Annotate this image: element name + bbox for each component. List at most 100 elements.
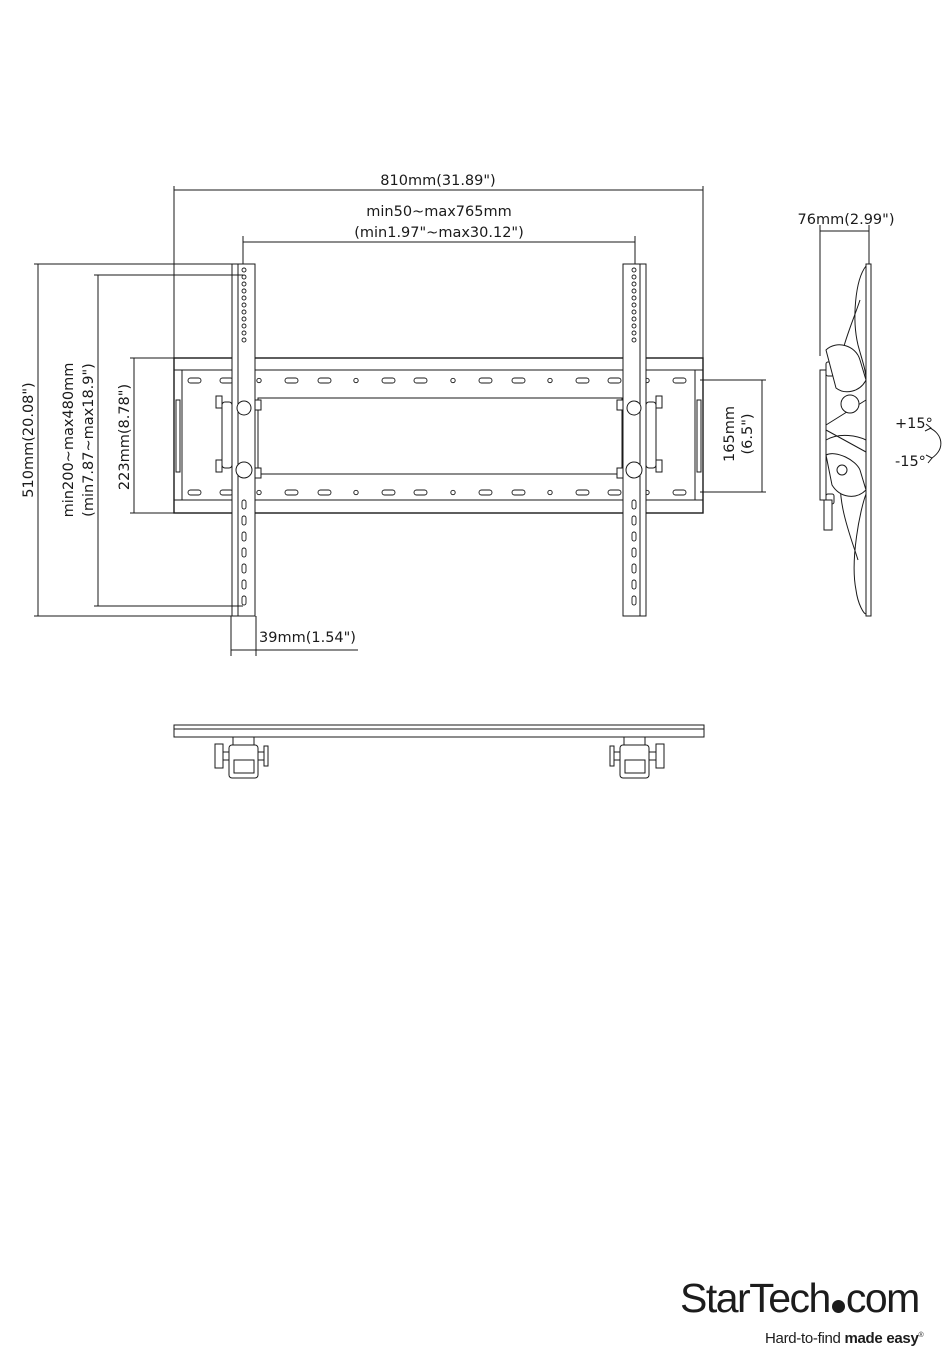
arm-hole <box>242 282 246 286</box>
arm-hole <box>632 296 636 300</box>
arm-hole <box>632 268 636 272</box>
mounting-slot <box>220 378 233 383</box>
arm-width-label: 39mm(1.54") <box>259 630 356 646</box>
mounting-hole <box>354 378 358 382</box>
arm-hole <box>632 303 636 307</box>
arm-hole <box>242 331 246 335</box>
dim-vesa-width: min50~max765mm (min1.97"~max30.12") <box>243 204 635 264</box>
mounting-slot <box>318 378 331 383</box>
arm-slot <box>242 548 246 557</box>
mounting-slot <box>608 490 621 495</box>
vesa-height-mm-label: min200~max480mm <box>61 363 77 518</box>
arm-hole <box>242 317 246 321</box>
mounting-hole <box>548 490 552 494</box>
tilt-down-label: -15° <box>895 454 926 470</box>
logo-wordmark: StarTech com <box>680 1278 930 1319</box>
arm-slot <box>632 516 636 525</box>
vesa-height-in-label: (min7.87~max18.9") <box>81 363 97 517</box>
arm-hole <box>242 310 246 314</box>
mounting-slot <box>608 378 621 383</box>
arm-hole <box>632 310 636 314</box>
arm-hole <box>242 338 246 342</box>
mounting-slot <box>382 378 395 383</box>
arm-slot <box>632 500 636 509</box>
arm-slot <box>242 532 246 541</box>
arm-slot <box>632 580 636 589</box>
right-arm <box>617 264 662 616</box>
mounting-slot <box>188 490 201 495</box>
arm-slot <box>632 564 636 573</box>
arm-hole <box>242 303 246 307</box>
hole-spacing-in-label: (6.5") <box>740 413 756 454</box>
mounting-slot <box>479 378 492 383</box>
vesa-width-in-label: (min1.97"~max30.12") <box>354 225 524 241</box>
arm-slot <box>632 548 636 557</box>
arm-hole <box>242 275 246 279</box>
arm-hole <box>242 296 246 300</box>
arm-hole <box>242 324 246 328</box>
arm-hole <box>632 275 636 279</box>
arm-hole <box>242 289 246 293</box>
slot-row-top <box>188 378 686 383</box>
tilt-arrow <box>930 428 941 458</box>
dim-hole-spacing: 165mm (6.5") <box>700 380 766 492</box>
logo-tagline-bold: made easy <box>844 1330 918 1347</box>
arm-slot <box>242 564 246 573</box>
mounting-slot <box>512 490 525 495</box>
arm-hole <box>632 324 636 328</box>
tilt-knob <box>841 395 859 413</box>
arm-slot <box>242 516 246 525</box>
slot-row-bottom <box>188 490 686 495</box>
mounting-slot <box>285 490 298 495</box>
logo-trademark: ® <box>919 1332 924 1339</box>
overall-height-label: 510mm(20.08") <box>21 382 37 497</box>
mounting-hole <box>354 490 358 494</box>
mounting-slot <box>576 490 589 495</box>
front-view <box>174 264 703 616</box>
arm-hole <box>632 317 636 321</box>
mounting-slot <box>285 378 298 383</box>
mounting-slot <box>512 378 525 383</box>
arm-slot <box>242 596 246 605</box>
vesa-width-mm-label: min50~max765mm <box>366 204 511 220</box>
logo-dot <box>832 1300 845 1313</box>
mounting-slot <box>382 490 395 495</box>
hole-spacing-mm-label: 165mm <box>722 406 738 462</box>
logo-tagline: Hard-to-find made easy® <box>765 1330 923 1347</box>
arm-hole <box>242 268 246 272</box>
mounting-slot <box>673 490 686 495</box>
dim-plate-height: 223mm(8.78") <box>117 358 174 513</box>
top-view <box>174 725 704 778</box>
mounting-slot <box>479 490 492 495</box>
mounting-slot <box>673 378 686 383</box>
arm-hole <box>632 338 636 342</box>
logo-tagline-light: Hard-to-find <box>765 1330 844 1347</box>
arm-slot <box>632 596 636 605</box>
mounting-slot <box>414 490 427 495</box>
overall-width-label: 810mm(31.89") <box>380 173 495 189</box>
arm-hole <box>632 282 636 286</box>
plate-height-label: 223mm(8.78") <box>117 384 133 490</box>
logo-name-start: StarTech <box>680 1275 830 1321</box>
side-view: 76mm(2.99") +15° -15° <box>798 212 941 616</box>
mounting-hole <box>548 378 552 382</box>
mounting-hole <box>257 490 261 494</box>
mounting-hole <box>451 490 455 494</box>
arm-slot <box>242 580 246 589</box>
mounting-hole <box>257 378 261 382</box>
mounting-slot <box>220 490 233 495</box>
arm-hole <box>632 289 636 293</box>
arm-slot <box>632 532 636 541</box>
mounting-hole <box>451 378 455 382</box>
arm-slot <box>242 500 246 509</box>
dim-arm-width: 39mm(1.54") <box>231 616 358 656</box>
mounting-slot <box>576 378 589 383</box>
tilt-up-label: +15° <box>895 416 933 432</box>
mounting-slot <box>318 490 331 495</box>
dim-vesa-height: min200~max480mm (min7.87~max18.9") <box>61 275 243 606</box>
logo-name-end: com <box>846 1275 919 1321</box>
plate-cutout <box>258 398 622 474</box>
left-arm <box>216 264 261 616</box>
